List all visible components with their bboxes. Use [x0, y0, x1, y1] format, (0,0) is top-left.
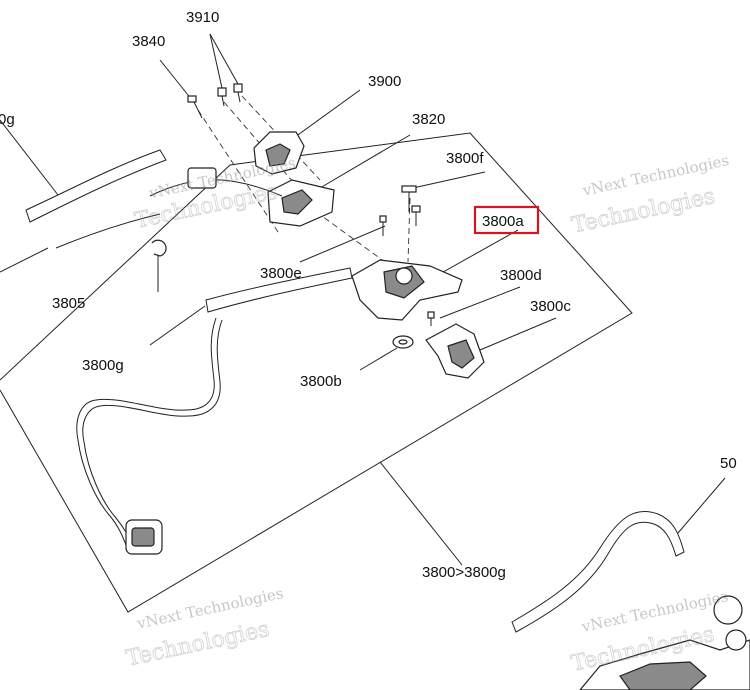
callout-3800c: 3800c	[530, 298, 571, 315]
callout-3800f: 3800f	[446, 150, 484, 167]
clamp-3820-icon	[267, 179, 335, 227]
clip-3805-icon	[151, 239, 167, 257]
hose-3800g-icon	[76, 267, 353, 555]
watermark-bottom-left: vNext Technologies Technologies	[124, 584, 285, 672]
hose-upper-icon	[25, 149, 283, 249]
callout-3805: 3805	[52, 295, 85, 312]
callout-3800e: 3800e	[260, 265, 302, 282]
callout-3900: 3900	[368, 73, 401, 90]
cover-3800c-icon	[425, 323, 485, 379]
callout-3800g: 3800g	[82, 357, 124, 374]
callout-3800a[interactable]: 3800a	[482, 213, 524, 230]
screws-3910-icon	[217, 83, 243, 107]
screw-3800d-icon	[427, 311, 435, 326]
assembly-frame	[0, 132, 633, 613]
clamp-3900-icon	[253, 131, 305, 175]
callout-3800-range: 3800>3800g	[422, 564, 506, 581]
master-cylinder-3800a-icon	[351, 259, 463, 321]
engine-assembly-icon	[579, 595, 750, 690]
leader-lines	[0, 33, 726, 566]
callout-3800b: 3800b	[300, 373, 342, 390]
tube-50-icon	[511, 510, 685, 633]
callout-3910: 3910	[186, 9, 219, 26]
washer-3800b-icon	[392, 335, 414, 349]
assembly-axis-lines	[197, 95, 411, 263]
highlight-box-3800a	[473, 205, 540, 235]
callout-50: 50	[720, 455, 737, 472]
switch-housing-icon	[187, 167, 217, 189]
screw-3840-icon	[187, 95, 203, 119]
callout-3820: 3820	[412, 111, 445, 128]
callout-3800d: 3800d	[500, 267, 542, 284]
bolts-3800f-icon	[379, 185, 421, 236]
callout-0g: 0g	[0, 111, 15, 128]
callout-3840: 3840	[132, 33, 165, 50]
watermark-top-right: vNext Technologies Technologies	[569, 151, 730, 239]
